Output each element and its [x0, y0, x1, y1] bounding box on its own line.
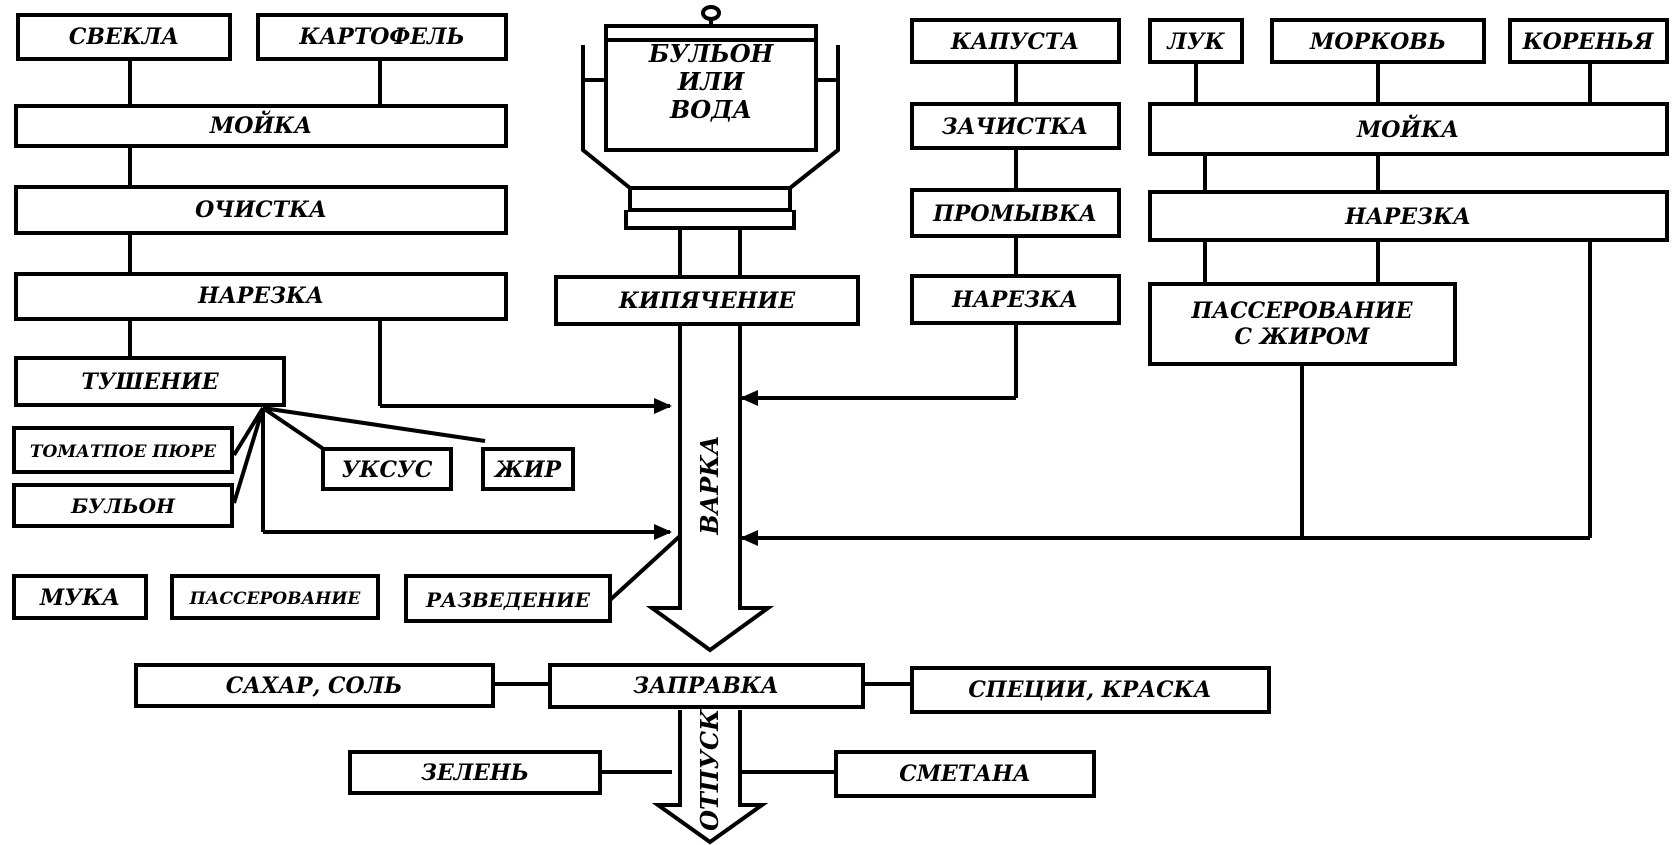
zachistka-box: ЗАЧИСТКА: [942, 114, 1088, 140]
narezka-mid-box: НАРЕЗКА: [951, 287, 1078, 313]
razvedenie-box: РАЗВЕДЕНИЕ: [425, 588, 591, 612]
tushenie-box: ТУШЕНИЕ: [81, 369, 219, 395]
passerovanie-box-line-2: С ЖИРОМ: [1235, 324, 1371, 350]
muka-box: МУКА: [39, 585, 120, 611]
moyka-left-box: МОЙКА: [209, 110, 312, 139]
narezka-right-box: НАРЕЗКА: [1344, 204, 1471, 230]
passerovanie-box-line-1: ПАССЕРОВАНИЕ: [1190, 298, 1413, 324]
varka-label: ВАРКА: [695, 435, 724, 535]
specii-box: СПЕЦИИ, КРАСКА: [968, 677, 1211, 703]
tomat-box: ТОМАТПОЕ ПЮРЕ: [30, 442, 217, 462]
promyvka-box: ПРОМЫВКА: [932, 201, 1097, 227]
kettle-line-2: ИЛИ: [677, 67, 746, 96]
svekla-box: СВЕКЛА: [69, 24, 179, 50]
ochistka-box: ОЧИСТКА: [195, 197, 327, 223]
kipyachenie-box: КИПЯЧЕНИЕ: [618, 288, 796, 314]
kapusta-box: КАПУСТА: [950, 29, 1079, 55]
morkov-box: МОРКОВЬ: [1309, 29, 1446, 55]
zelen-box: ЗЕЛЕНЬ: [421, 760, 529, 786]
kettle-line-3: ВОДА: [669, 95, 752, 124]
otpusk-label: ОТПУСК: [695, 708, 724, 831]
zhir-box: ЖИР: [493, 457, 563, 483]
zapravka-box: ЗАПРАВКА: [633, 673, 779, 699]
sahar-box: САХАР, СОЛЬ: [226, 673, 403, 699]
narezka-left-box: НАРЕЗКА: [197, 283, 324, 309]
kartofel-box: КАРТОФЕЛЬ: [298, 24, 464, 50]
kettle-line-1: БУЛЬОН: [648, 39, 775, 68]
moyka-right-box: МОЙКА: [1356, 114, 1459, 143]
korenya-box: КОРЕНЬЯ: [1522, 29, 1654, 55]
bulon-small-box: БУЛЬОН: [70, 494, 176, 518]
luk-box: ЛУК: [1166, 29, 1225, 55]
passerovanie-small-box: ПАССЕРОВАНИЕ: [189, 589, 362, 609]
smetana-box: СМЕТАНА: [899, 761, 1031, 787]
uksus-box: УКСУС: [342, 457, 433, 483]
